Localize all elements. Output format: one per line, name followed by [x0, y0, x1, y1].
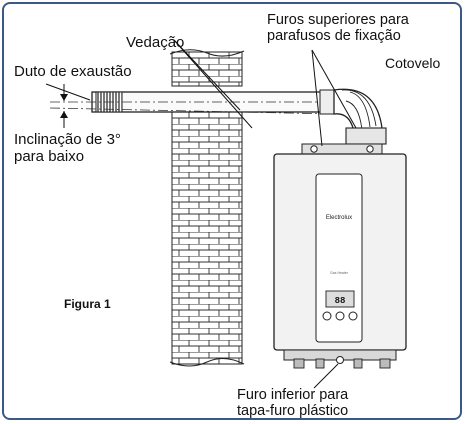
installation-diagram: Electrolux Gas Heater 88 [45, 39, 407, 389]
water-heater: Electrolux Gas Heater 88 [273, 143, 407, 369]
label-furo-inferior-2: tapa-furo plástico [237, 403, 349, 419]
control-knob-right [348, 311, 358, 321]
arrow-down [60, 94, 68, 101]
label-inclinacao-1: Inclinação de 3° [14, 131, 121, 148]
bottom-hole [336, 356, 344, 364]
label-vedacao: Vedação [126, 34, 185, 51]
elbow-flange [345, 127, 387, 145]
wall-lower [171, 109, 243, 365]
label-furos-superiores-2: parafusos de fixação [267, 28, 401, 44]
leader-furos-a [311, 49, 323, 147]
series-label: Gas Heater [330, 271, 349, 275]
leader-furo-inferior [313, 363, 339, 389]
brick-wall [169, 49, 245, 367]
wall-upper [171, 51, 243, 87]
slope-indicator [60, 84, 68, 128]
display-readout: 88 [335, 296, 346, 306]
label-inclinacao-2: para baixo [14, 148, 85, 165]
label-duto: Duto de exaustão [14, 63, 132, 80]
exhaust-duct [49, 89, 335, 115]
pipe-fitting-2 [315, 358, 325, 369]
wall-bottom-break [169, 358, 245, 367]
leader-furos-b [311, 49, 357, 129]
figure-frame: Electrolux Gas Heater 88 [2, 2, 462, 420]
elbow-bend [333, 88, 383, 133]
control-knob-left [322, 311, 332, 321]
arrow-up [60, 111, 68, 118]
leader-duto [45, 83, 91, 101]
duct-collar [319, 89, 335, 115]
label-furos-superiores-1: Furos superiores para [267, 12, 409, 28]
pipe-fitting-1 [293, 358, 305, 369]
wall-top-break [169, 49, 245, 57]
top-mounting-hole-right [366, 145, 374, 153]
pipe-fitting-3 [353, 358, 363, 369]
display-window [325, 290, 355, 308]
leader-vedacao-b [173, 39, 253, 129]
label-figura: Figura 1 [64, 297, 111, 311]
duct-reference-line [49, 107, 335, 115]
control-knob-center [335, 311, 345, 321]
brand-logo: Electrolux [326, 215, 352, 221]
pipe-fitting-4 [379, 358, 391, 369]
top-mounting-hole-left [310, 145, 318, 153]
leader-lines [45, 39, 357, 389]
label-furo-inferior-1: Furo inferior para [237, 387, 349, 403]
label-cotovelo: Cotovelo [385, 55, 441, 71]
elbow [333, 88, 387, 145]
